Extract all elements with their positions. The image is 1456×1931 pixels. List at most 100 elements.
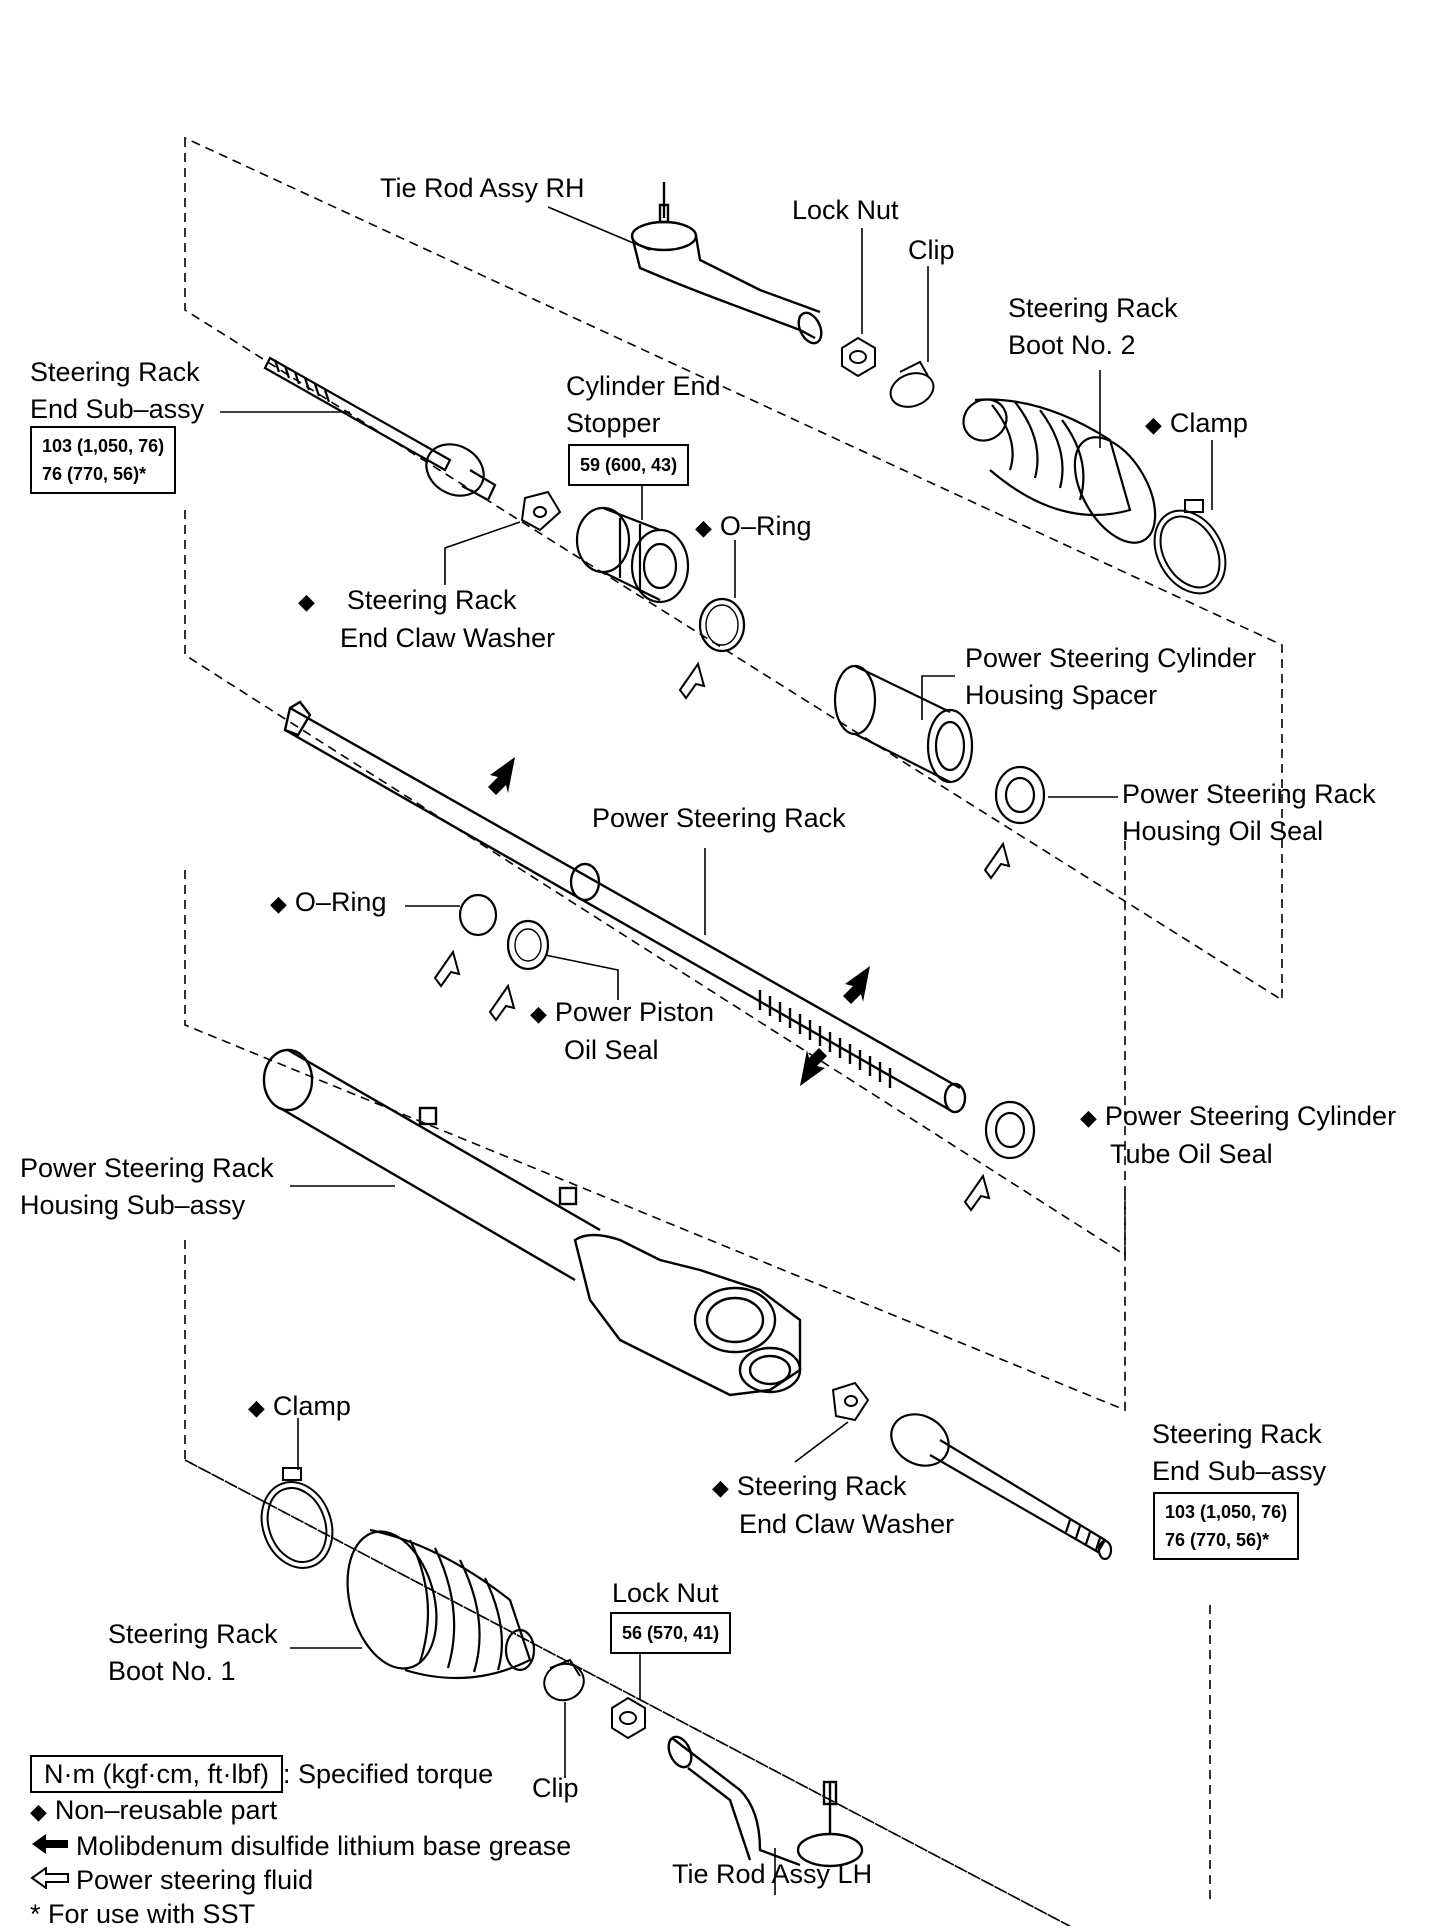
label-rack-housing-sub-assy-line2: Housing Sub–assy [20,1190,246,1220]
label-tie-rod-lh: Tie Rod Assy LH [672,1859,873,1889]
boot-no-2-part [962,398,1157,544]
cylinder-housing-spacer-part [833,664,974,784]
o-ring-mid-part [458,893,498,937]
label-rack-housing-sub-assy-line1: Power Steering Rack [20,1153,274,1183]
label-rack-end-left: Steering Rack End Sub–assy [30,354,204,428]
label-cylinder-tube-oil-seal-line2: Tube Oil Seal [1110,1139,1273,1169]
leader-cylinder-housing-spacer [921,675,955,720]
non-reusable-mark: ◆ [298,589,315,614]
torque-lock-nut-bottom: 56 (570, 41) [610,1612,732,1654]
legend-torque-row: N·m (kgf·cm, ft·lbf): Specified torque [30,1755,571,1793]
legend-sst-row: * For use with SST [30,1899,256,1929]
power-steering-rack-part [283,700,967,1114]
label-clip-bottom: Clip [532,1773,579,1803]
clip-bottom-part [543,1658,585,1702]
tie-rod-rh [630,182,823,345]
label-rack-housing-oil-seal-line1: Power Steering Rack [1122,779,1376,809]
torque-rack-end-right-line2: 76 (770, 56)* [1165,1530,1270,1550]
torque-rack-end-left-line1: 103 (1,050, 76) [42,436,165,456]
legend-torque-box: N·m (kgf·cm, ft·lbf) [30,1755,283,1793]
rack-housing-part [262,1048,802,1397]
label-lock-nut-top: Lock Nut [792,195,899,225]
label-clamp-bottom-text: Clamp [272,1391,351,1421]
non-reusable-mark: ◆ [1080,1105,1097,1130]
label-clip-top: Clip [908,235,955,265]
power-piston-oil-seal-part [506,919,550,971]
non-reusable-mark: ◆ [30,1799,47,1824]
label-claw-washer-top-text1: Steering Rack [346,585,517,615]
label-boot-no-1-line2: Boot No. 1 [108,1656,236,1686]
label-boot-no-1: Steering Rack Boot No. 1 [108,1616,278,1690]
label-boot-no-2-line1: Steering Rack [1008,293,1178,323]
label-o-ring-top-text: O–Ring [719,511,812,541]
label-cylinder-housing-spacer: Power Steering Cylinder Housing Spacer [965,640,1256,714]
label-rack-end-left-line1: Steering Rack [30,357,200,387]
boot-no-1-part [346,1528,536,1680]
label-o-ring-mid: ◆O–Ring [270,884,386,922]
solid-arrow-icon [32,1834,68,1854]
clamp-bottom-part [260,1467,334,1569]
label-cylinder-tube-oil-seal-line1: ◆ Power Steering Cylinder [1080,1098,1396,1136]
label-clamp-top: ◆ Clamp [1145,405,1248,443]
legend-fluid-row: Power steering fluid [30,1863,571,1897]
rack-end-left-part [263,356,497,502]
label-tie-rod-rh: Tie Rod Assy RH [380,173,585,203]
label-power-piston-oil-seal-text1: Power Piston [554,997,714,1027]
label-power-steering-rack: Power Steering Rack [592,803,846,833]
label-rack-end-right: Steering Rack End Sub–assy [1152,1416,1326,1490]
non-reusable-mark: ◆ [712,1475,729,1500]
label-boot-no-2: Steering Rack Boot No. 2 [1008,290,1178,364]
label-power-piston-oil-seal-line2: Oil Seal [564,1035,659,1065]
label-claw-washer-bottom-text1: Steering Rack [736,1471,907,1501]
non-reusable-mark: ◆ [248,1395,265,1420]
non-reusable-mark: ◆ [1145,412,1162,437]
label-claw-washer-top-line2: End Claw Washer [340,623,556,653]
label-rack-end-right-line2: End Sub–assy [1152,1456,1327,1486]
torque-rack-end-right: 103 (1,050, 76) 76 (770, 56)* [1153,1492,1300,1560]
leader-tie-rod-rh [547,206,651,251]
clip-top-part [889,360,935,408]
label-cylinder-tube-oil-seal: ◆ Power Steering Cylinder Tube Oil Seal [1080,1098,1396,1173]
torque-rack-end-left-line2: 76 (770, 56)* [42,464,147,484]
claw-washer-top-part [520,490,562,532]
label-cylinder-end-stopper-line1: Cylinder End [566,371,721,401]
lock-nut-top-part [841,336,876,378]
rack-end-right-part [890,1413,1113,1561]
torque-cylinder-end-stopper: 59 (600, 43) [568,444,690,486]
label-cylinder-end-stopper-line2: Stopper [566,408,661,438]
tie-rod-lh-part [667,1735,864,1868]
rack-housing-oil-seal-part [994,765,1046,825]
cylinder-end-stopper-part [575,506,690,604]
claw-washer-bottom-part [831,1381,870,1422]
dashed-guide-lines [184,136,1283,1926]
non-reusable-mark: ◆ [530,1001,547,1026]
label-cylinder-housing-spacer-line2: Housing Spacer [965,680,1158,710]
leader-claw-washer-top [444,521,521,585]
label-power-piston-oil-seal-line1: ◆ Power Piston [530,994,714,1032]
label-claw-washer-top: ◆ Steering Rack End Claw Washer [298,582,555,657]
label-rack-housing-oil-seal: Power Steering Rack Housing Oil Seal [1122,776,1376,850]
hollow-arrow-icon [30,1867,69,1889]
label-boot-no-2-line2: Boot No. 2 [1008,330,1136,360]
label-o-ring-top: ◆O–Ring [695,508,811,546]
leader-power-piston-oil-seal [544,954,619,1000]
label-cylinder-tube-oil-seal-text1: Power Steering Cylinder [1104,1101,1397,1131]
label-claw-washer-bottom-line1: ◆ Steering Rack [712,1468,954,1506]
legend-grease-row: Molibdenum disulfide lithium base grease [30,1829,571,1863]
label-rack-housing-sub-assy: Power Steering Rack Housing Sub–assy [20,1150,274,1224]
label-power-piston-oil-seal: ◆ Power Piston Oil Seal [530,994,714,1069]
label-cylinder-end-stopper: Cylinder End Stopper [566,368,721,442]
label-lock-nut-bottom: Lock Nut [612,1578,719,1608]
label-clamp-top-text: Clamp [1169,408,1248,438]
legend: N·m (kgf·cm, ft·lbf): Specified torque ◆… [30,1755,571,1931]
label-o-ring-mid-text: O–Ring [294,887,387,917]
legend-fluid-text: Power steering fluid [76,1865,314,1895]
label-claw-washer-bottom: ◆ Steering Rack End Claw Washer [712,1468,954,1543]
label-claw-washer-bottom-line2: End Claw Washer [739,1509,955,1539]
label-rack-end-right-line1: Steering Rack [1152,1419,1322,1449]
label-boot-no-1-line1: Steering Rack [108,1619,278,1649]
label-rack-end-left-line2: End Sub–assy [30,394,205,424]
clamp-top-part [1153,499,1227,595]
label-rack-housing-oil-seal-line2: Housing Oil Seal [1122,816,1324,846]
